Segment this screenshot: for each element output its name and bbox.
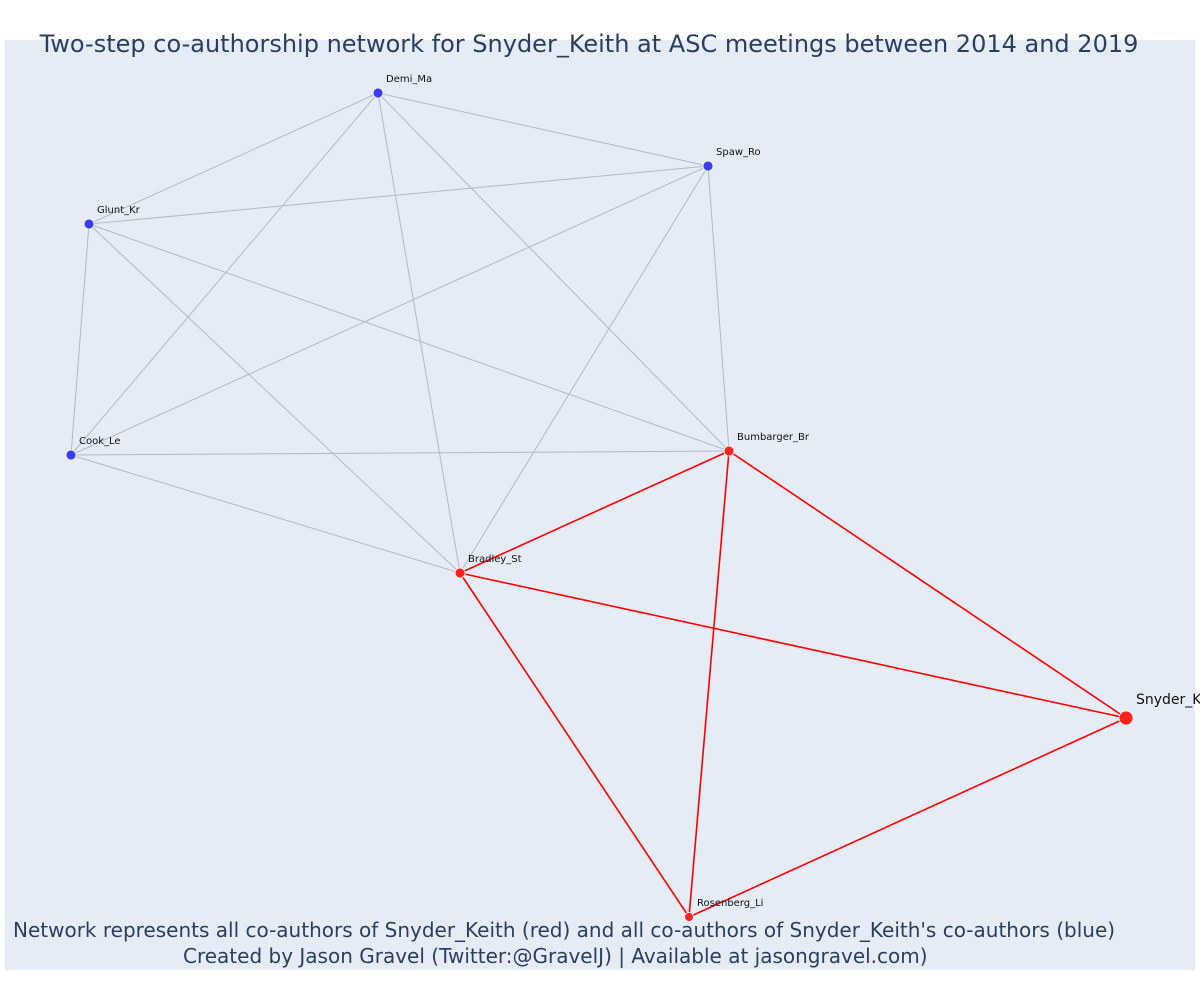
edge-Cook_Le-Bumbarger_Br: [70, 450, 730, 456]
edge-Demi_Ma-Glunt_Kr: [88, 92, 379, 225]
edge-Glunt_Kr-Bumbarger_Br: [88, 223, 730, 452]
edge-Bradley_St-Snyder_Keith: [459, 572, 1127, 719]
edge-Spaw_Ro-Glunt_Kr: [88, 165, 709, 225]
edges-layer: [70, 92, 1127, 918]
edge-Bradley_St-Bumbarger_Br: [459, 450, 730, 574]
node-label-Glunt_Kr: Glunt_Kr: [97, 205, 141, 216]
node-Rosenberg_Li[interactable]: [684, 912, 694, 922]
node-label-Rosenberg_Li: Rosenberg_Li: [697, 898, 763, 909]
node-Snyder_Keith[interactable]: [1118, 710, 1134, 726]
node-Spaw_Ro[interactable]: [702, 160, 714, 172]
edge-Cook_Le-Bradley_St: [70, 454, 461, 574]
nodes-layer: [65, 87, 1134, 922]
edge-Demi_Ma-Spaw_Ro: [377, 92, 709, 167]
caption-description: Network represents all co-authors of Sny…: [13, 918, 1116, 942]
edge-Rosenberg_Li-Snyder_Keith: [688, 717, 1127, 918]
node-label-Spaw_Ro: Spaw_Ro: [716, 147, 761, 158]
edge-Bumbarger_Br-Snyder_Keith: [728, 450, 1127, 719]
edge-Glunt_Kr-Bradley_St: [88, 223, 461, 574]
edge-Demi_Ma-Bradley_St: [377, 92, 461, 574]
edge-Bumbarger_Br-Rosenberg_Li: [688, 450, 730, 918]
plot-background: [5, 40, 1195, 970]
node-label-Bumbarger_Br: Bumbarger_Br: [737, 432, 810, 443]
labels-layer: Snyder_K Bumbarger_BrBradley_StRosenberg_…: [79, 74, 1200, 909]
edge-Glunt_Kr-Cook_Le: [70, 223, 90, 456]
node-Glunt_Kr[interactable]: [83, 218, 95, 230]
node-Cook_Le[interactable]: [65, 449, 77, 461]
node-Demi_Ma[interactable]: [372, 87, 384, 99]
node-Bradley_St[interactable]: [454, 567, 466, 579]
node-label-Demi_Ma: Demi_Ma: [386, 74, 432, 85]
edge-Spaw_Ro-Cook_Le: [70, 165, 709, 456]
node-label-Cook_Le: Cook_Le: [79, 436, 121, 447]
edge-Spaw_Ro-Bumbarger_Br: [707, 165, 730, 452]
caption-credit: Created by Jason Gravel (Twitter:@Gravel…: [183, 944, 928, 968]
edge-Demi_Ma-Bumbarger_Br: [377, 92, 730, 452]
edge-Demi_Ma-Cook_Le: [70, 92, 379, 456]
node-Bumbarger_Br[interactable]: [723, 445, 735, 457]
node-label-Bradley_St: Bradley_St: [468, 554, 522, 565]
node-label-Snyder_Keith: Snyder_K: [1136, 692, 1200, 708]
edge-Spaw_Ro-Bradley_St: [459, 165, 709, 574]
edge-Bradley_St-Rosenberg_Li: [459, 572, 690, 918]
chart-title: Two-step co-authorship network for Snyde…: [39, 30, 1139, 58]
